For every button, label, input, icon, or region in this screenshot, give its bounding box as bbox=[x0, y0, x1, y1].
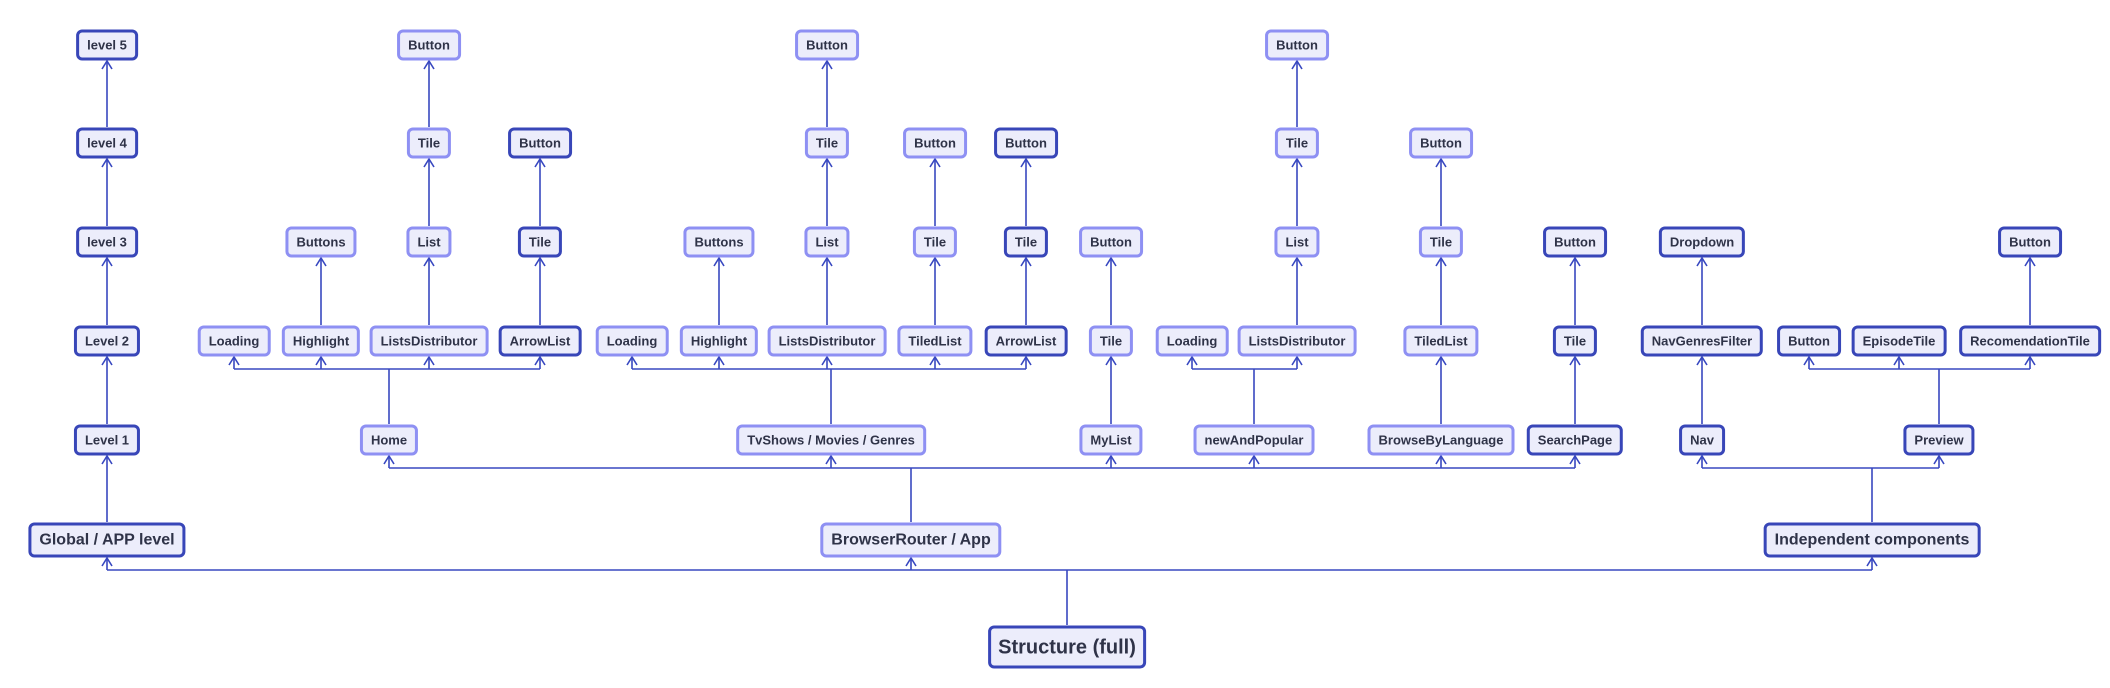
node-new-and-popular: newAndPopular bbox=[1193, 424, 1315, 456]
node-tv-list-tile-button: Button bbox=[795, 29, 859, 61]
node-tv-list-tile: Tile bbox=[804, 127, 850, 159]
node-global-level-3: level 3 bbox=[76, 226, 138, 258]
node-search-tile: Tile bbox=[1552, 325, 1598, 357]
node-bbl-button: Button bbox=[1409, 127, 1473, 159]
node-mylist-button: Button bbox=[1079, 226, 1143, 258]
node-independent-components: Independent components bbox=[1763, 522, 1981, 558]
node-nap-list: List bbox=[1274, 226, 1320, 258]
node-home-lists-distributor: ListsDistributor bbox=[369, 325, 489, 357]
node-nav: Nav bbox=[1679, 424, 1725, 456]
node-home-list-tile: Tile bbox=[406, 127, 452, 159]
node-tv-lists-distributor: ListsDistributor bbox=[767, 325, 887, 357]
node-home: Home bbox=[359, 424, 419, 456]
node-home-buttons: Buttons bbox=[285, 226, 357, 258]
node-tv-buttons: Buttons bbox=[683, 226, 755, 258]
node-home-arrow-list: ArrowList bbox=[498, 325, 582, 357]
node-nap-button: Button bbox=[1265, 29, 1329, 61]
node-search-button: Button bbox=[1543, 226, 1607, 258]
node-nap-loading: Loading bbox=[1155, 325, 1229, 357]
node-home-loading: Loading bbox=[197, 325, 271, 357]
node-nav-genres-filter: NavGenresFilter bbox=[1640, 325, 1764, 357]
node-home-list: List bbox=[406, 226, 452, 258]
node-tv-arrow-button: Button bbox=[994, 127, 1058, 159]
node-search-page: SearchPage bbox=[1526, 424, 1624, 456]
node-home-highlight: Highlight bbox=[281, 325, 361, 357]
node-tv-tiled-tile: Tile bbox=[912, 226, 958, 258]
node-preview-rec-button: Button bbox=[1998, 226, 2062, 258]
node-tv-highlight: Highlight bbox=[679, 325, 759, 357]
node-home-arrow-tile: Tile bbox=[517, 226, 563, 258]
node-global-level-2: Level 2 bbox=[73, 325, 141, 357]
node-tv-loading: Loading bbox=[595, 325, 669, 357]
node-home-list-tile-button: Button bbox=[397, 29, 461, 61]
node-global-level-4: level 4 bbox=[76, 127, 138, 159]
node-tv-arrow-tile: Tile bbox=[1003, 226, 1049, 258]
node-preview-recomendation-tile: RecomendationTile bbox=[1959, 325, 2101, 357]
node-home-arrow-button: Button bbox=[508, 127, 572, 159]
node-browser-router-app: BrowserRouter / App bbox=[820, 522, 1002, 558]
node-preview: Preview bbox=[1903, 424, 1975, 456]
node-nap-tile: Tile bbox=[1274, 127, 1320, 159]
node-global-app-level: Global / APP level bbox=[28, 522, 186, 558]
node-global-level-5: level 5 bbox=[76, 29, 138, 61]
node-nav-dropdown: Dropdown bbox=[1658, 226, 1746, 258]
node-mylist-tile: Tile bbox=[1088, 325, 1134, 357]
node-nap-lists-distributor: ListsDistributor bbox=[1237, 325, 1357, 357]
node-preview-button: Button bbox=[1777, 325, 1841, 357]
node-browse-by-language: BrowseByLanguage bbox=[1367, 424, 1515, 456]
node-tv-tiled-list: TiledList bbox=[897, 325, 973, 357]
node-tv-tiled-button: Button bbox=[903, 127, 967, 159]
node-global-level-1: Level 1 bbox=[73, 424, 141, 456]
node-tvshows-movies-genres: TvShows / Movies / Genres bbox=[736, 424, 926, 456]
node-bbl-tiled-list: TiledList bbox=[1403, 325, 1479, 357]
node-tv-arrow-list: ArrowList bbox=[984, 325, 1068, 357]
node-preview-episode-tile: EpisodeTile bbox=[1851, 325, 1947, 357]
node-mylist: MyList bbox=[1079, 424, 1143, 456]
node-tv-list: List bbox=[804, 226, 850, 258]
root-node-structure-full: Structure (full) bbox=[988, 625, 1146, 669]
node-bbl-tile: Tile bbox=[1418, 226, 1464, 258]
